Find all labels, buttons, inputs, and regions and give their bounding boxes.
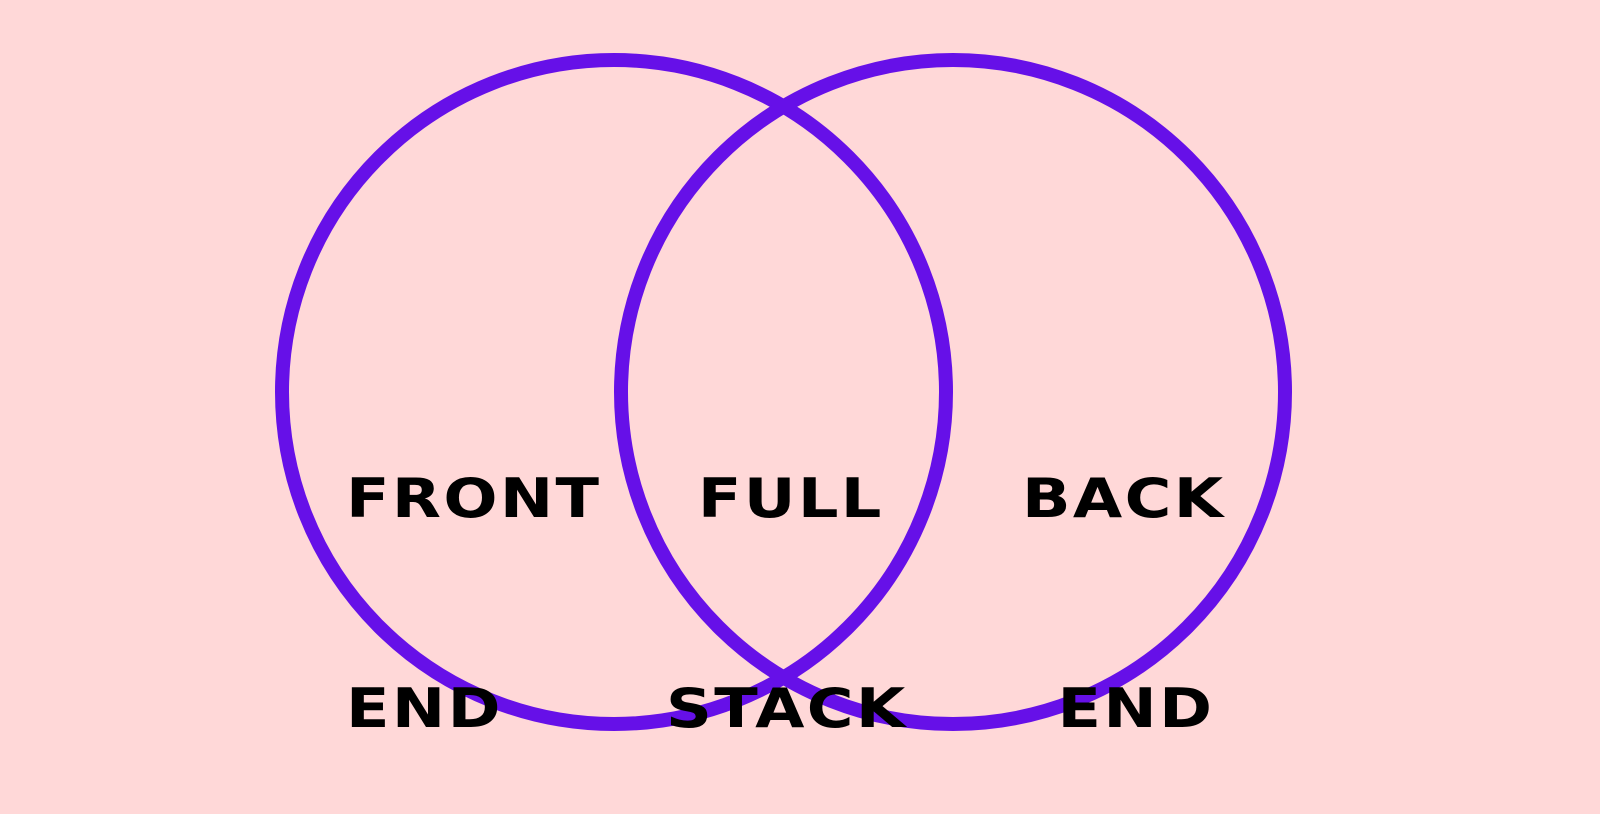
front-end-label-line1: FRONT bbox=[346, 467, 602, 530]
full-stack-label: FULL STACK bbox=[666, 324, 908, 814]
full-stack-label-line2: STACK bbox=[666, 677, 908, 740]
front-end-circle bbox=[275, 53, 953, 731]
back-end-circle bbox=[614, 53, 1292, 731]
back-end-label-line1: BACK bbox=[1022, 467, 1226, 530]
front-end-label-line2: END bbox=[346, 677, 503, 740]
full-stack-label-line1: FULL bbox=[697, 467, 884, 530]
front-end-label: FRONT END bbox=[346, 324, 601, 814]
back-end-label-line2: END bbox=[1057, 677, 1215, 740]
back-end-label: BACK END bbox=[1022, 324, 1226, 814]
